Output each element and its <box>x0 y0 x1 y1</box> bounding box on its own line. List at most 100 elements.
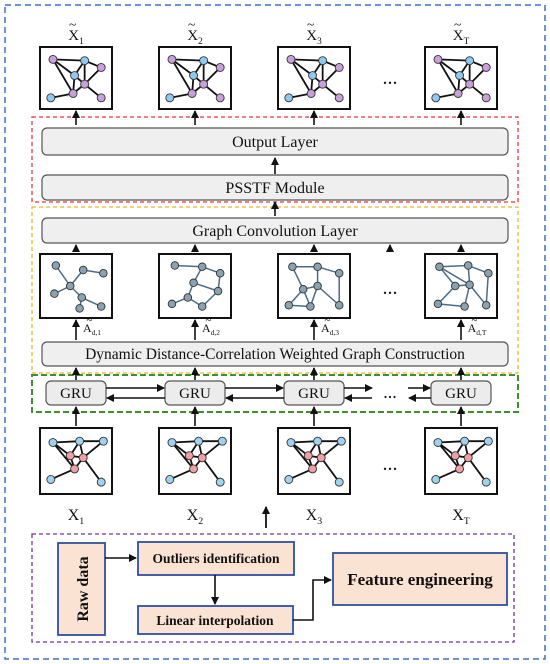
graph-node <box>96 477 106 487</box>
graph-node <box>465 79 475 89</box>
interpolation-box <box>137 605 294 635</box>
graph-node <box>65 451 75 461</box>
gru-cell-3: GRU <box>283 380 345 406</box>
graph-node <box>334 477 344 487</box>
graph-node <box>433 299 443 309</box>
gru-cell-2: GRU <box>164 380 226 406</box>
graph-node <box>313 262 322 272</box>
graph-node <box>455 71 465 80</box>
gcn-layer-label: Graph Convolution Layer <box>192 223 358 240</box>
graph-node <box>96 302 106 311</box>
graph-node <box>213 286 223 296</box>
graph-node <box>313 436 323 446</box>
graph-node <box>99 268 108 278</box>
graph-node <box>48 438 58 447</box>
graph-node <box>306 89 316 98</box>
graph-node <box>46 475 56 484</box>
output-graph-4 <box>424 46 498 110</box>
interpolation-label: Linear interpolation <box>156 613 274 628</box>
svg-text:~: ~ <box>205 314 211 326</box>
graph-node <box>194 436 204 446</box>
graph-node <box>217 436 227 446</box>
graph-node <box>334 300 344 310</box>
gcn-layer-bar <box>41 217 509 244</box>
graph-node <box>465 280 474 289</box>
graph-node <box>80 56 90 66</box>
graph-node <box>46 93 56 103</box>
svg-text:XT: XT <box>452 507 470 527</box>
gru-row: GRU GRU GRU GRU <box>45 367 492 426</box>
dynamic-graph-2 <box>158 253 232 319</box>
graph-node <box>284 93 294 103</box>
graph-node <box>70 71 80 80</box>
graph-node <box>48 54 58 64</box>
svg-text:~: ~ <box>86 314 92 326</box>
svg-text:~: ~ <box>324 314 330 326</box>
svg-text:X1: X1 <box>68 28 84 47</box>
graph-node <box>334 63 344 72</box>
outer-border <box>4 4 546 660</box>
input-graph-4 <box>424 427 498 495</box>
graph-node <box>78 265 88 275</box>
graph-node <box>65 281 75 291</box>
gru-cell-1: GRU <box>45 380 107 406</box>
svg-text:Ad,1: Ad,1 <box>83 321 101 337</box>
adjacency-labels: Ad,1~Ad,2~Ad,3~Ad,T~ <box>83 314 487 337</box>
graph-node <box>189 464 199 474</box>
graph-node <box>189 71 199 80</box>
graph-node <box>286 438 296 447</box>
svg-text:X3: X3 <box>306 507 323 527</box>
graph-node <box>306 302 315 311</box>
preprocessing-group-frame <box>31 533 515 643</box>
svg-text:Ad,T: Ad,T <box>468 321 487 337</box>
graph-node <box>197 453 207 463</box>
graph-node <box>68 89 78 98</box>
graph-node <box>453 89 463 98</box>
graph-node <box>455 464 465 474</box>
graph-node <box>167 299 177 309</box>
output-label-4: XT~ <box>453 17 470 47</box>
svg-text:~: ~ <box>188 17 195 32</box>
input-graph-1 <box>39 427 113 495</box>
graph-node <box>199 79 209 89</box>
graph-node <box>96 93 106 103</box>
graph-node <box>284 300 294 310</box>
input-label-2: X2 <box>187 507 204 527</box>
graph-node <box>284 475 294 484</box>
graph-node <box>215 63 225 72</box>
svg-text:~: ~ <box>307 17 314 32</box>
output-label-3: X3~ <box>306 17 322 47</box>
graph-construction-bar <box>41 341 509 367</box>
output-label-2: X2~ <box>187 17 203 47</box>
outliers-box <box>137 541 295 576</box>
svg-text:~: ~ <box>471 314 477 326</box>
output-label-1: X1~ <box>68 17 84 47</box>
svg-text:~: ~ <box>69 17 76 32</box>
graph-node <box>481 477 491 487</box>
output-layer-bar <box>41 127 509 156</box>
graph-node <box>303 451 313 461</box>
svg-text:X1: X1 <box>68 507 85 527</box>
top-ellipsis: ... <box>383 67 398 89</box>
graph-node <box>298 284 308 294</box>
graph-node <box>431 93 441 103</box>
graph-node <box>50 289 59 298</box>
output-labels: X1~X2~X3~XT~ <box>68 17 469 47</box>
graph-node <box>433 438 443 447</box>
output-layer-label: Output Layer <box>232 134 318 151</box>
graph-node <box>96 63 106 72</box>
raw-data-label: Raw data <box>75 556 92 621</box>
input-graph-2 <box>158 427 232 495</box>
graph-node <box>318 79 328 89</box>
input-label-4: XT <box>452 507 470 527</box>
gru-cell-4: GRU <box>430 380 492 406</box>
svg-text:GRU: GRU <box>445 386 477 402</box>
gcn-group-frame <box>31 206 519 374</box>
graph-node <box>70 464 80 474</box>
output-graph-1 <box>39 46 113 110</box>
graph-node <box>199 56 209 66</box>
graph-node <box>481 63 491 72</box>
svg-text:X2: X2 <box>187 507 204 527</box>
graph-node <box>308 71 318 80</box>
graph-node <box>288 262 297 272</box>
